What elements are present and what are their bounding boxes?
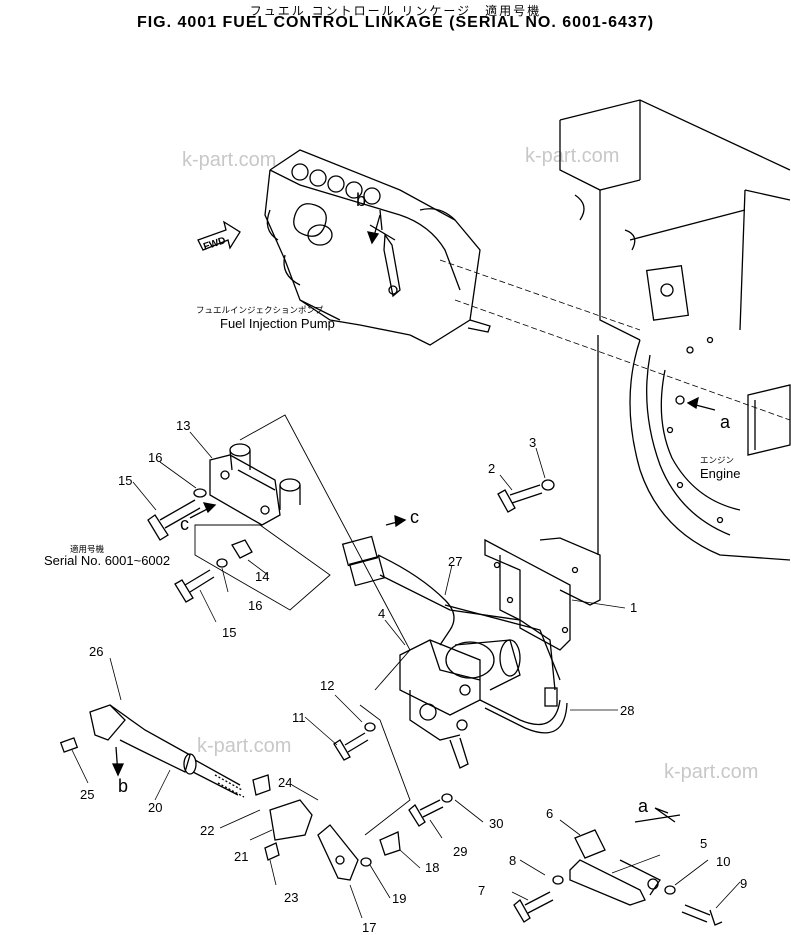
lever-pivot [335,855,345,865]
fuel-control-motor-part-4 [399,639,521,769]
washer-part-3 [541,479,555,491]
nut-part-22 [252,774,271,796]
part-number: 16 [148,450,162,465]
washer-part-8 [552,875,564,885]
fwd-label: FWD [202,235,227,253]
pump-label-en: Fuel Injection Pump [220,316,335,331]
bolt-part-2 [497,484,543,513]
part-number: 27 [448,554,462,569]
ref-letter-a: a [720,412,731,432]
part-number: 12 [320,678,334,693]
part-number: 15 [118,473,132,488]
part-number: 30 [489,816,503,831]
lever-part-5 [569,829,661,906]
fuel-injection-pump [264,149,791,421]
pump-label-jp: フュエルインジェクションポンプ [196,306,324,316]
part-number: 25 [80,787,94,802]
bolt-part-15 [147,499,215,603]
rod-part-20 [59,704,245,798]
part-number: 28 [620,703,634,718]
watermark: k-part.com [197,735,291,757]
ref-letter-c: c [180,514,189,534]
bolt-part-29 [408,799,444,827]
engine-block [559,99,791,561]
assembly-outline [359,704,411,836]
part-number: 5 [700,836,707,851]
bolt-part-23 [264,842,280,861]
part-number: 10 [716,854,730,869]
part-number: 24 [278,775,292,790]
part-number: 2 [488,461,495,476]
washer-part-10 [664,885,676,895]
part-number: 6 [546,806,553,821]
figure-title: FIG. 4001 FUEL CONTROL LINKAGE (SERIAL N… [136,14,655,31]
part-number: 4 [378,606,385,621]
part-number: 29 [453,844,467,859]
bolt-part-18 [379,831,401,856]
part-number: 22 [200,823,214,838]
bolt-part-9 [681,904,723,926]
part-number: 11 [292,710,306,725]
lever-part-13 [209,443,301,526]
leader-lines [71,431,741,919]
title-japanese: フュエル コントロール リンケージ 適用号機 [249,4,542,18]
part-number: 18 [425,860,439,875]
ref-letter-b: b [356,190,366,210]
part-number: 9 [740,876,747,891]
part-number: 3 [529,435,536,450]
bolt-part-11 [333,732,369,761]
part-number: 15 [222,625,236,640]
part-number: 23 [284,890,298,905]
watermark: k-part.com [664,761,758,783]
serial-note-jp: 適用号機 [70,544,105,555]
assembly-outline [239,414,411,691]
part-number: 21 [234,849,248,864]
part-number: 14 [255,569,269,584]
bracket-part-1 [484,335,601,651]
serial-note-en: Serial No. 6001~6002 [44,553,170,568]
engine-label-en: Engine [700,466,740,481]
part-14 [231,539,253,559]
washer-part-16 [216,558,228,568]
lever-part-17 [317,824,359,881]
bolt-part-7 [513,891,554,923]
block-part-21 [269,799,313,841]
forward-arrow-icon [197,220,241,251]
washer-part-16 [193,488,207,498]
part-number: 19 [392,891,406,906]
part-number: 20 [148,800,162,815]
part-number: 17 [362,920,376,935]
reference-arrows [111,214,716,823]
part-number: 26 [89,644,103,659]
part-number: 13 [176,418,190,433]
watermark: k-part.com [182,149,276,171]
watermark: k-part.com [525,145,619,167]
ref-letter-c: c [410,507,419,527]
serial-note-outline [194,524,331,611]
wiring-harness [341,535,568,734]
ref-letter-b: b [118,776,128,796]
washer-part-12 [364,722,376,732]
washer-part-19 [360,857,372,867]
washer-part-30 [441,793,453,803]
part-number: 16 [248,598,262,613]
part-number: 7 [478,883,485,898]
part-number: 8 [509,853,516,868]
engine-label-jp: エンジン [700,456,734,466]
ref-letter-a: a [638,796,649,816]
part-number: 1 [630,600,637,615]
